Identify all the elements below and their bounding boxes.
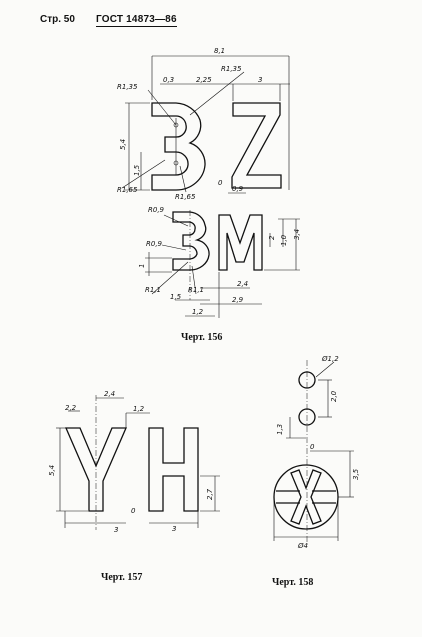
figure-158: Ø1,2 2,0 1,3 0 3,5 Ø4 bbox=[273, 355, 360, 550]
figure-156: 8,1 R1,35 0,3 2,25 R1,35 3 5,4 1,5 R1,65… bbox=[117, 47, 301, 318]
dim-0-9: 0,9 bbox=[232, 185, 244, 193]
dim-width-total: 8,1 bbox=[214, 47, 225, 55]
letter-zh-in-circle bbox=[273, 464, 339, 530]
page-number: Стр. 50 bbox=[40, 14, 75, 25]
figure-caption-158: Черт. 158 bbox=[272, 577, 314, 588]
dim-3-right: 3 bbox=[172, 525, 176, 533]
dim-2-7: 2,7 bbox=[206, 488, 214, 500]
dim-r09-top: R0,9 bbox=[148, 206, 165, 214]
dim-r11-left: R1,1 bbox=[145, 286, 161, 294]
dim-2-0: 2,0 bbox=[330, 390, 338, 402]
dim-2-25: 2,25 bbox=[196, 76, 212, 84]
figure-caption-157: Черт. 157 bbox=[101, 572, 143, 583]
dim-height-5-4: 5,4 bbox=[119, 139, 127, 150]
standard-number: ГОСТ 14873—86 bbox=[96, 14, 177, 27]
dim-3-left: 3 bbox=[114, 526, 118, 534]
dim-height-5-4: 5,4 bbox=[48, 465, 56, 476]
dim-zero: 0 bbox=[131, 507, 136, 515]
dim-zero: 0 bbox=[310, 443, 315, 451]
dim-1: 1 bbox=[138, 264, 146, 268]
dim-3-5: 3,5 bbox=[352, 468, 360, 480]
dim-1-5: 1,5 bbox=[133, 164, 141, 176]
dim-1-3: 1,3 bbox=[276, 424, 284, 435]
dim-0-3: 0,3 bbox=[163, 76, 174, 84]
dim-2-2: 2,2 bbox=[65, 404, 77, 412]
figure-157: 2,4 2,2 1,2 5,4 2,7 3 0 3 bbox=[48, 390, 220, 534]
dim-r165-left: R1,65 bbox=[117, 186, 138, 194]
dim-1-0: 1,0 bbox=[280, 234, 288, 246]
dim-r165-mid: R1,65 bbox=[175, 193, 196, 201]
dim-r135-left: R1,35 bbox=[117, 83, 138, 91]
letter-y bbox=[65, 427, 127, 512]
dim-dia-4: Ø4 bbox=[297, 542, 308, 550]
dim-1-2: 1,2 bbox=[133, 405, 145, 413]
dim-1-2: 1,2 bbox=[192, 308, 204, 316]
dim-3-4: 3,4 bbox=[293, 229, 301, 240]
dim-2-9: 2,9 bbox=[232, 296, 244, 304]
dim-2-4: 2,4 bbox=[237, 280, 248, 288]
dim-2: 2 bbox=[268, 235, 276, 240]
figure-caption-156: Черт. 156 bbox=[181, 332, 223, 343]
dim-3: 3 bbox=[258, 76, 262, 84]
dim-r09-mid: R0,9 bbox=[146, 240, 163, 248]
letter-3-large bbox=[151, 102, 206, 191]
letter-m-small bbox=[218, 214, 263, 271]
dim-2-4: 2,4 bbox=[104, 390, 115, 398]
dim-r11-right: R1,1 bbox=[188, 286, 204, 294]
letter-3-small bbox=[172, 210, 210, 300]
dim-r135-right: R1,35 bbox=[221, 65, 242, 73]
letter-z-large bbox=[231, 102, 282, 189]
dim-1-5-small: 1,5 bbox=[170, 293, 182, 301]
dim-dia-1-2: Ø1,2 bbox=[321, 355, 339, 363]
dim-zero: 0 bbox=[218, 179, 223, 187]
letter-h bbox=[148, 427, 199, 512]
